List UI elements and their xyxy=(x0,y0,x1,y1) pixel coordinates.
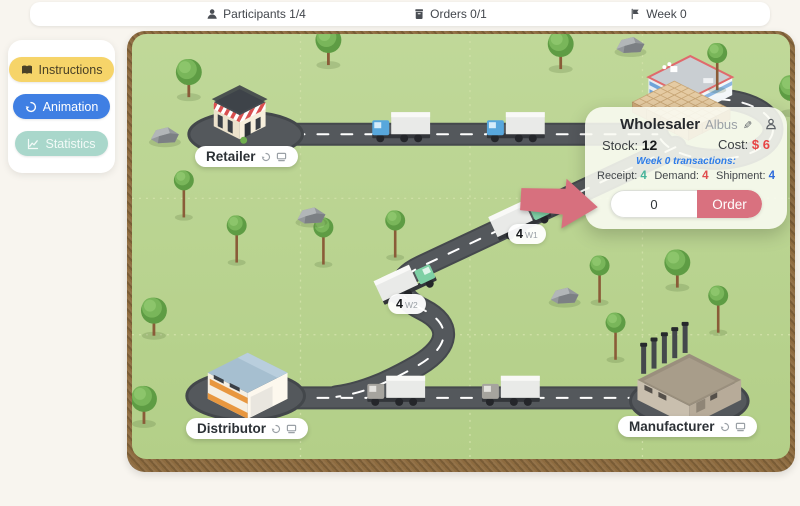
animation-button[interactable]: Animation xyxy=(12,94,111,119)
demand-label: Demand: xyxy=(654,170,699,182)
pointer-arrow xyxy=(520,178,598,229)
participants-label: Participants 1/4 xyxy=(223,7,306,21)
receipt-stat: Receipt: 4 xyxy=(597,170,647,182)
week-label: Week 0 xyxy=(646,7,687,21)
shipment-badge-w1: 4 W1 xyxy=(508,224,546,244)
cost-label: Cost: xyxy=(717,137,749,152)
shipment-badge-w2: 4 W2 xyxy=(388,294,426,314)
shipment-qty: 4 xyxy=(396,297,403,311)
orders-label: Orders 0/1 xyxy=(430,7,487,21)
book-icon xyxy=(21,65,32,74)
chart-icon xyxy=(28,138,39,149)
truck-gray-1 xyxy=(367,375,426,406)
shipment-value: 4 xyxy=(768,170,775,182)
wholesaler-card: Wholesaler Albus Stock: 12 Cost: $ 6 Wee… xyxy=(585,107,787,229)
retailer-label-pill[interactable]: Retailer xyxy=(195,146,298,167)
cost-stat: Cost: $ 6 xyxy=(718,137,770,153)
game-map xyxy=(127,31,795,472)
box-icon xyxy=(415,9,423,19)
animation-label: Animation xyxy=(42,99,99,114)
monitor-icon xyxy=(286,424,297,433)
card-title-row: Wholesaler Albus xyxy=(597,116,777,135)
refresh-icon xyxy=(271,424,281,433)
distributor-building xyxy=(207,352,288,419)
manufacturer-label-pill[interactable]: Manufacturer xyxy=(618,416,757,437)
manufacturer-label: Manufacturer xyxy=(629,419,715,434)
shipment-label: Shipment: xyxy=(716,170,766,182)
statistics-label: Statistics xyxy=(45,136,96,151)
shipment-qty: 4 xyxy=(516,227,523,241)
demand-value: 4 xyxy=(702,170,709,182)
shipment-tag: W1 xyxy=(524,230,538,240)
instructions-button[interactable]: Instructions xyxy=(8,57,115,82)
person-icon xyxy=(766,118,776,130)
rotate-icon xyxy=(25,101,36,112)
retailer-label: Retailer xyxy=(206,149,256,164)
refresh-icon xyxy=(261,152,270,161)
card-player-name: Albus xyxy=(705,117,738,132)
manufacturer-building xyxy=(637,321,742,426)
order-button[interactable]: Order xyxy=(697,190,762,218)
player-seat-button[interactable] xyxy=(765,117,777,135)
orders-status: Orders 0/1 xyxy=(413,2,487,26)
instructions-label: Instructions xyxy=(38,62,103,77)
truck-blue-1 xyxy=(372,112,431,143)
receipt-label: Receipt: xyxy=(597,170,638,182)
person-icon xyxy=(207,9,217,19)
map-scene xyxy=(132,34,790,459)
order-controls: Order xyxy=(610,190,762,218)
distributor-label-pill[interactable]: Distributor xyxy=(186,418,308,439)
participants-status: Participants 1/4 xyxy=(206,2,306,26)
transactions-row: Receipt: 4 Demand: 4 Shipment: 4 xyxy=(597,170,775,182)
transactions-heading: Week 0 transactions: xyxy=(636,156,736,167)
truck-blue-2 xyxy=(486,112,545,143)
statistics-button[interactable]: Statistics xyxy=(15,131,108,156)
cost-value: $ 6 xyxy=(751,137,770,152)
retailer-building xyxy=(211,85,268,144)
monitor-icon xyxy=(735,422,745,431)
control-panel: Instructions Animation Statistics xyxy=(8,40,115,173)
shipment-stat: Shipment: 4 xyxy=(716,170,775,182)
stock-label: Stock: xyxy=(602,138,639,153)
stock-value: 12 xyxy=(641,137,658,153)
truck-gray-2 xyxy=(481,375,540,406)
map-field xyxy=(132,34,790,459)
stock-stat: Stock: 12 xyxy=(602,137,657,153)
top-status-bar: Participants 1/4 Orders 0/1 Week 0 xyxy=(30,2,770,26)
shipment-tag: W2 xyxy=(404,300,418,310)
order-quantity-input[interactable] xyxy=(610,190,697,218)
demand-stat: Demand: 4 xyxy=(654,170,708,182)
week-status: Week 0 xyxy=(629,2,687,26)
refresh-icon xyxy=(720,422,729,431)
receipt-value: 4 xyxy=(640,170,647,182)
flag-icon xyxy=(631,8,639,20)
edit-name-icon[interactable] xyxy=(743,119,752,132)
card-role-title: Wholesaler xyxy=(620,116,701,133)
stock-cost-row: Stock: 12 Cost: $ 6 xyxy=(597,137,775,153)
distributor-label: Distributor xyxy=(197,421,266,436)
monitor-icon xyxy=(276,152,286,161)
